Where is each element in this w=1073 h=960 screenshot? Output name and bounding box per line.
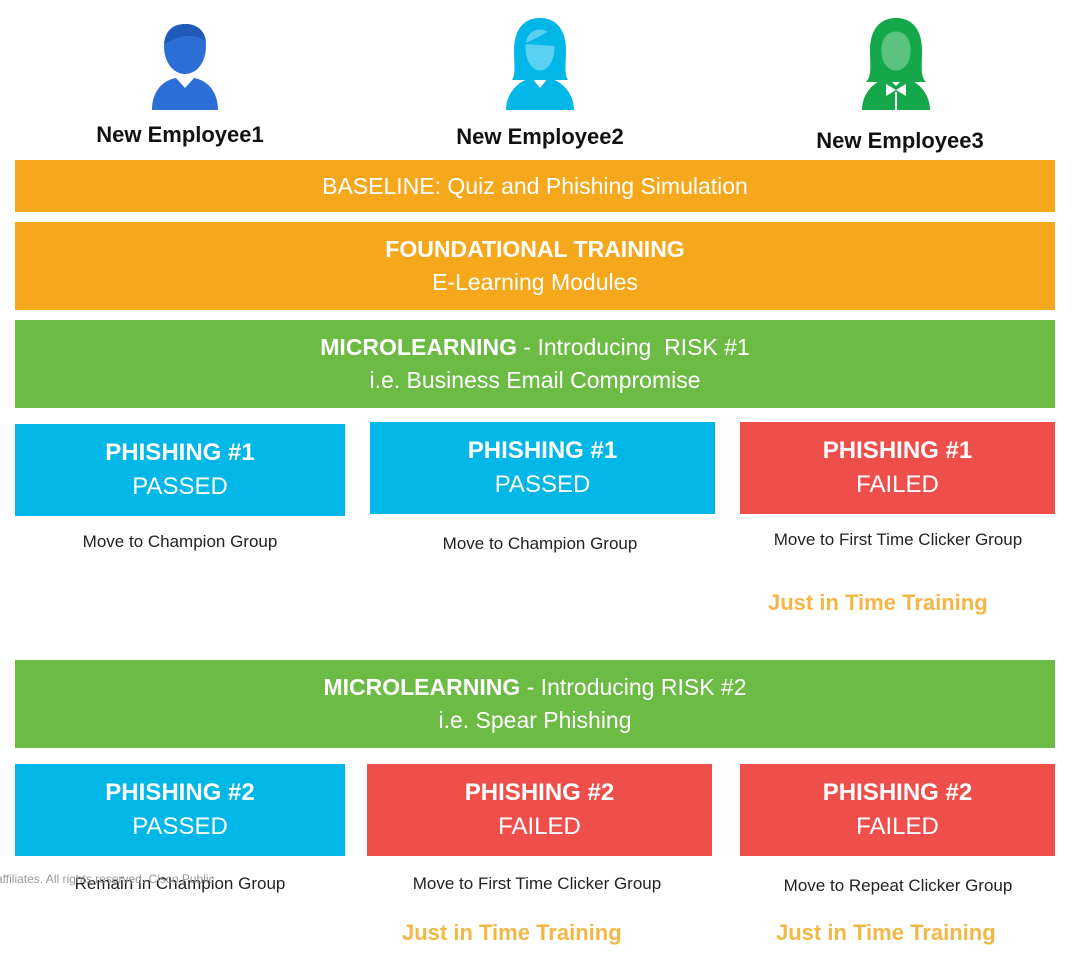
copyright-footer: affiliates. All rights reserved. Cisco P… [0, 872, 215, 886]
female-user-icon [506, 18, 574, 110]
phishing2-employee1-status: PASSED [132, 813, 228, 840]
just-in-time-training-2: Just in Time Training [402, 920, 622, 945]
phishing2-employee1-box: PHISHING #2 PASSED [15, 764, 345, 856]
phishing1-employee1-box: PHISHING #1 PASSED [15, 424, 345, 516]
foundational-title: FOUNDATIONAL TRAINING [385, 236, 685, 262]
employee-label-1: New Employee1 [96, 122, 264, 147]
employee-label-2: New Employee2 [456, 124, 624, 149]
microlearning-risk2-band: MICROLEARNING - Introducing RISK #2 i.e.… [15, 660, 1055, 748]
microlearning-risk1-heading: MICROLEARNING - Introducing RISK #1 [320, 331, 749, 364]
phishing2-employee2-status: FAILED [498, 813, 581, 840]
phishing1-employee3-caption: Move to First Time Clicker Group [773, 530, 1023, 549]
phishing2-employee2-box: PHISHING #2 FAILED [367, 764, 712, 856]
phishing1-employee2-caption: Move to Champion Group [442, 534, 638, 553]
phishing2-employee1-title: PHISHING #2 [105, 779, 255, 806]
microlearning-risk1-band: MICROLEARNING - Introducing RISK #1 i.e.… [15, 320, 1055, 408]
microlearning-risk2-subtitle: i.e. Spear Phishing [438, 707, 632, 733]
microlearning-risk1-subtitle: i.e. Business Email Compromise [369, 367, 701, 393]
phishing1-employee1-status: PASSED [132, 473, 228, 500]
female-user-bowtie-icon [862, 18, 930, 110]
microlearning-risk2-heading: MICROLEARNING - Introducing RISK #2 [323, 671, 746, 704]
phishing1-employee2-box: PHISHING #1 PASSED [370, 422, 715, 514]
microlearning-risk2-bold: MICROLEARNING [323, 674, 521, 700]
phishing1-employee2-title: PHISHING #1 [467, 437, 618, 464]
phishing1-employee3-status: FAILED [856, 471, 939, 498]
microlearning-risk1-rest: - Introducing RISK #1 [517, 334, 750, 360]
just-in-time-training-3: Just in Time Training [776, 920, 996, 945]
phishing2-employee3-caption: Move to Repeat Clicker Group [783, 876, 1013, 895]
male-user-icon [152, 24, 218, 110]
phishing1-employee2-status: PASSED [494, 471, 591, 498]
phishing2-employee3-title: PHISHING #2 [822, 779, 973, 806]
foundational-training-band: FOUNDATIONAL TRAINING E-Learning Modules [15, 222, 1055, 310]
baseline-band: BASELINE: Quiz and Phishing Simulation [15, 160, 1055, 212]
phishing1-employee3-title: PHISHING #1 [822, 437, 973, 464]
phishing1-employee1-caption: Move to Champion Group [82, 532, 278, 551]
phishing2-employee2-caption: Move to First Time Clicker Group [412, 874, 662, 893]
employee-label-3: New Employee3 [816, 128, 984, 153]
phishing2-employee1-caption: Remain in Champion Group [74, 874, 286, 893]
just-in-time-training-1: Just in Time Training [768, 590, 988, 615]
baseline-text: BASELINE: Quiz and Phishing Simulation [322, 172, 748, 199]
microlearning-risk2-rest: - Introducing RISK #2 [520, 674, 747, 700]
phishing2-employee3-status: FAILED [856, 813, 939, 840]
phishing2-employee3-box: PHISHING #2 FAILED [740, 764, 1055, 856]
microlearning-risk1-bold: MICROLEARNING [320, 334, 518, 360]
phishing1-employee3-box: PHISHING #1 FAILED [740, 422, 1055, 514]
phishing1-employee1-title: PHISHING #1 [105, 439, 255, 466]
foundational-subtitle: E-Learning Modules [432, 269, 638, 295]
phishing2-employee2-title: PHISHING #2 [464, 779, 615, 806]
